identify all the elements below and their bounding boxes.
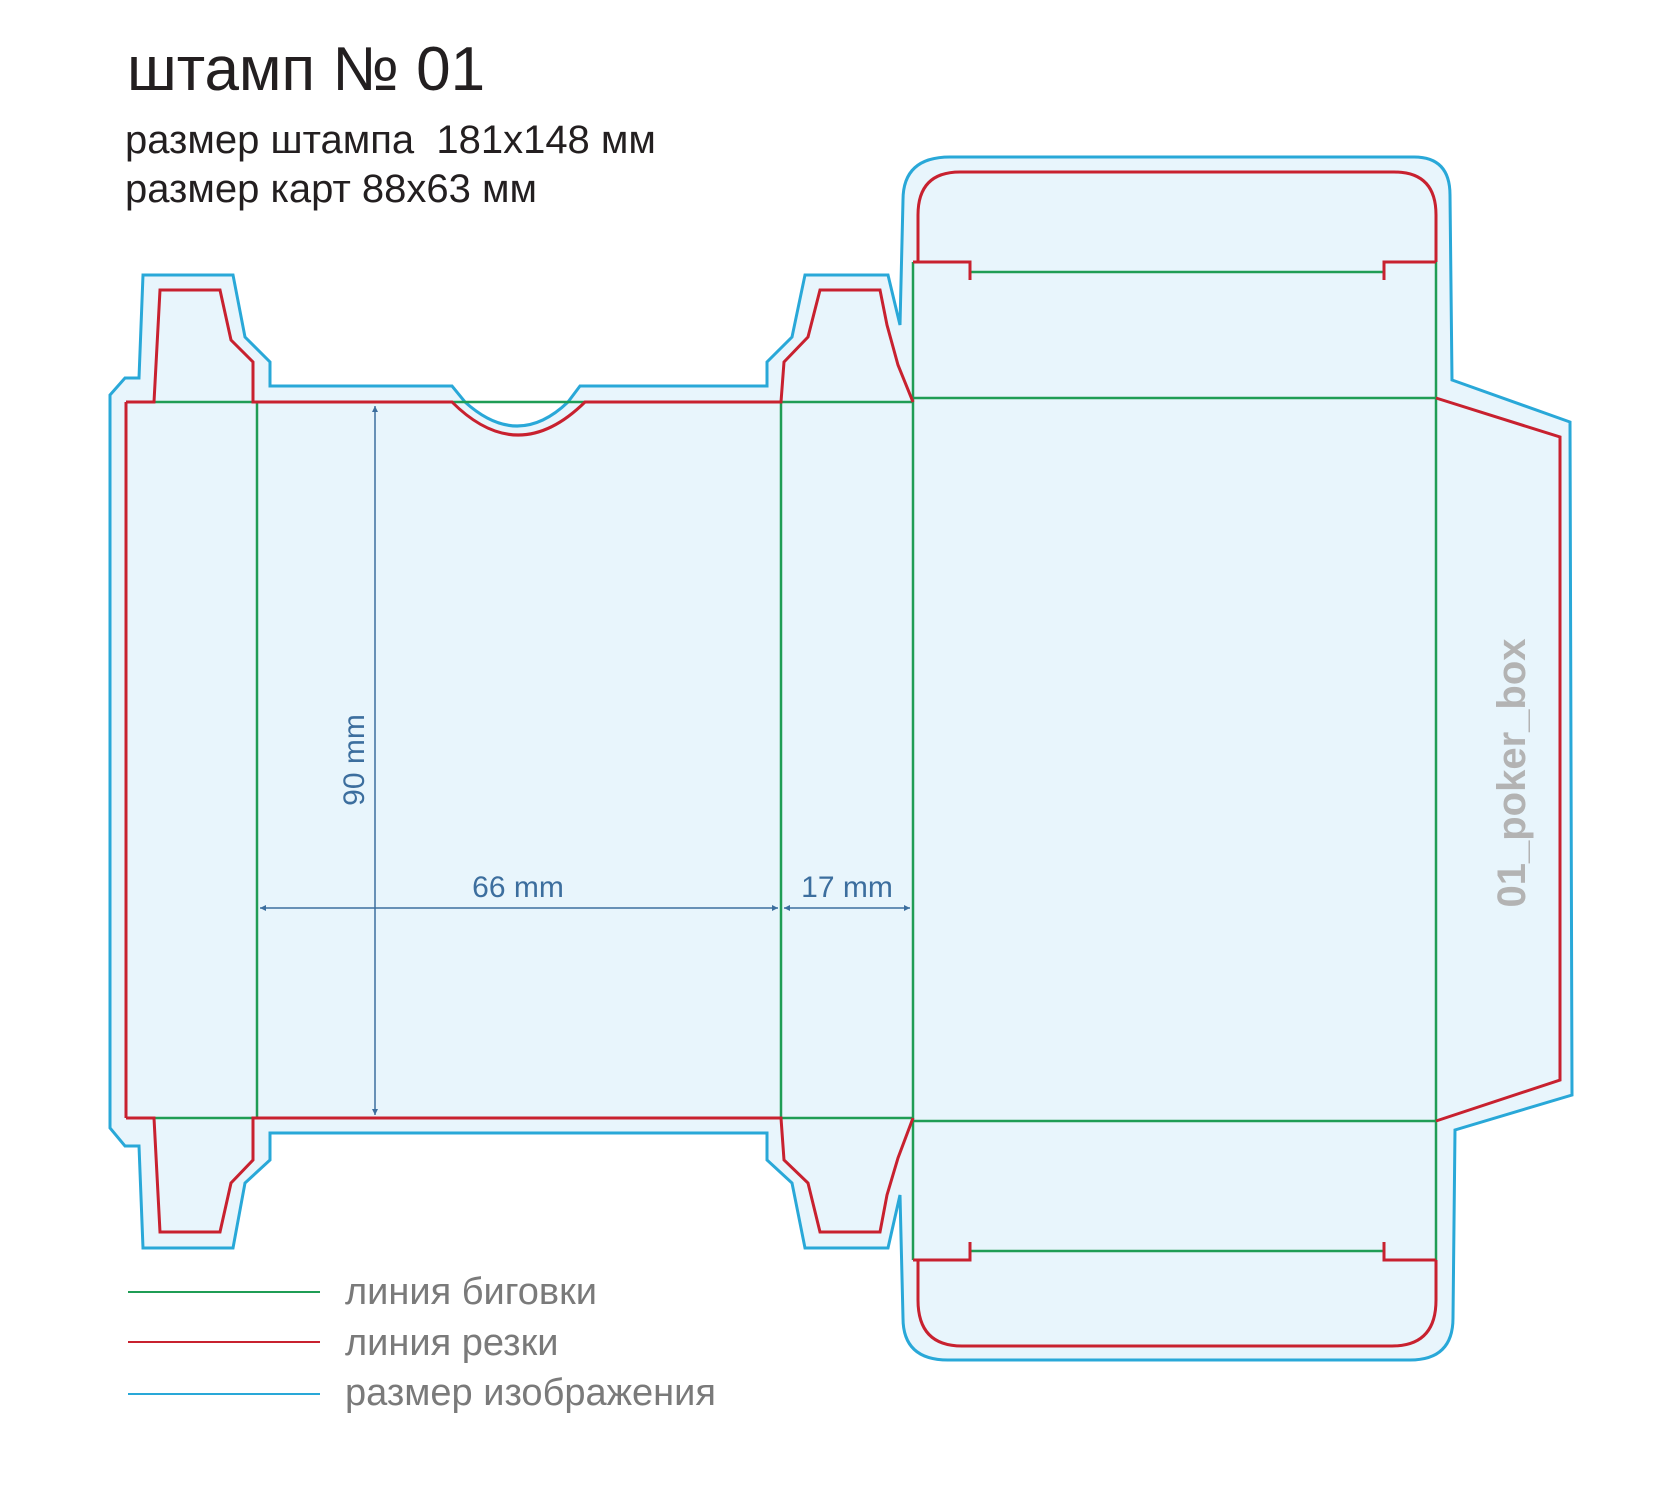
stamp-size-label: размер штампа 181х148 мм <box>125 118 656 162</box>
legend-label-cut: линия резки <box>345 1322 558 1364</box>
legend-label-bleed: размер изображения <box>345 1372 716 1414</box>
template-code-label: 01_poker_box <box>1490 638 1534 907</box>
dimension-front-width-label: 66 mm <box>472 871 564 904</box>
page-title: штамп № 01 <box>127 35 486 104</box>
dimension-height: 90 mm <box>338 406 378 1115</box>
cut-lines <box>124 170 1562 1348</box>
dimension-side-width-label: 17 mm <box>801 871 893 904</box>
card-size-label: размер карт 88х63 мм <box>125 167 538 211</box>
dimension-height-label: 90 mm <box>338 714 371 806</box>
dimension-front-width: 66 mm <box>260 871 778 911</box>
bleed-outline <box>108 155 1574 1362</box>
legend: линия биговки линия резки размер изображ… <box>128 1271 716 1414</box>
dimension-side-width: 17 mm <box>784 871 910 911</box>
legend-label-fold: линия биговки <box>345 1271 597 1313</box>
